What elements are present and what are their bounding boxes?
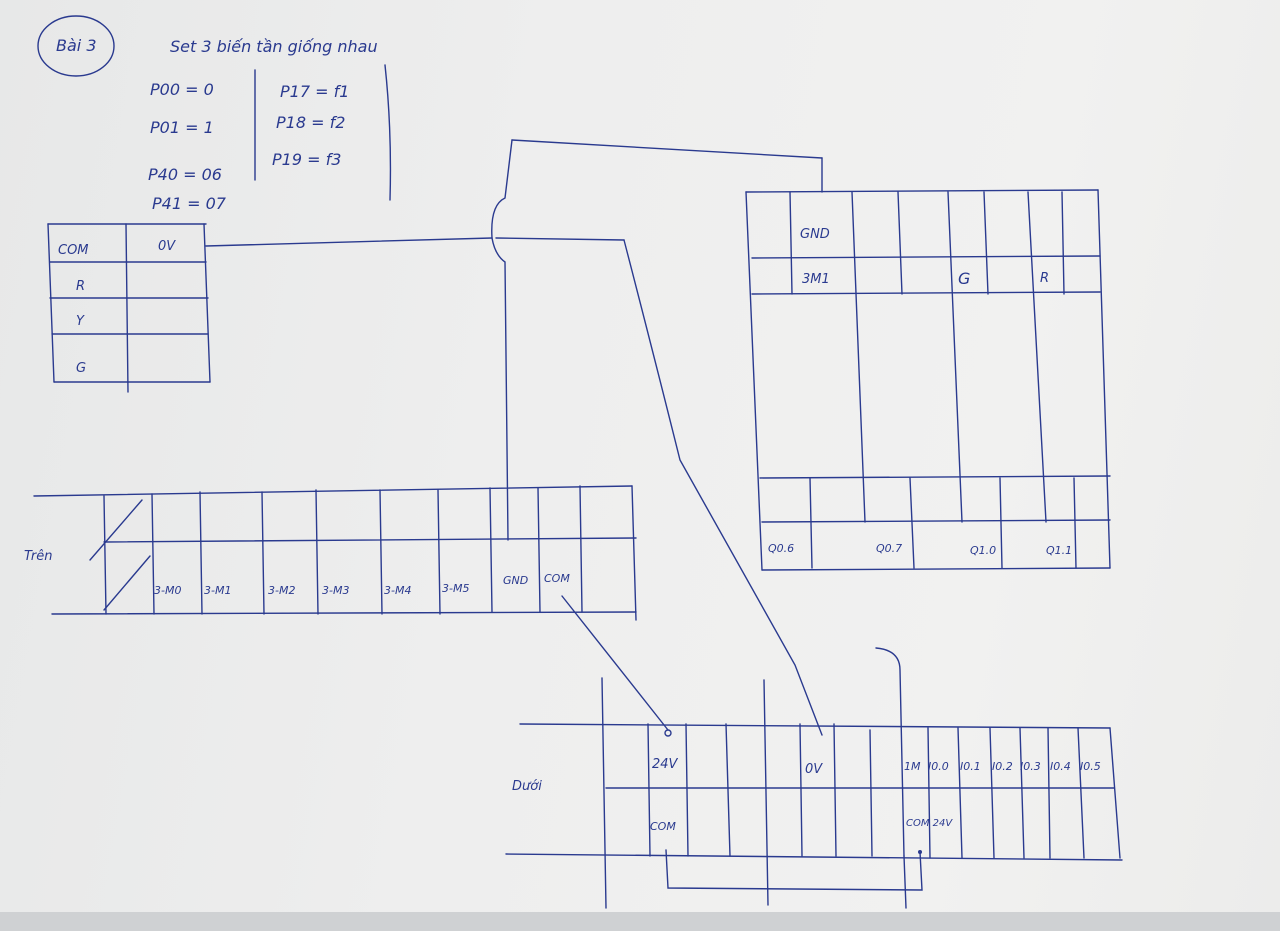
top-module [745,189,1111,571]
tren-label: Trên [24,549,53,564]
duoi-0v: 0V [805,762,823,777]
tren-3m3: 3-M3 [322,584,349,597]
duoi-i05: I0.5 [1080,760,1101,773]
terminal-dot-com24v [918,850,922,854]
top-module-g: G [958,269,970,288]
duoi-i00: I0.0 [928,760,949,773]
tren-gnd: GND [503,574,528,587]
duoi-i01: I0.1 [960,760,981,773]
light-table-com: COM [58,243,89,258]
top-module-3m1: 3M1 [802,272,830,287]
duoi-com: COM [650,820,676,833]
top-module-q10: Q1.0 [970,544,996,557]
top-module-q06: Q0.6 [768,542,794,555]
tren-com: COM [544,572,570,585]
duoi-1m: 1M [904,760,921,773]
light-table-0v: 0V [158,239,176,254]
desk-background [0,912,1280,931]
top-module-q11: Q1.1 [1046,544,1072,557]
title-circle [37,15,115,77]
terminal-dot-24v [664,729,672,737]
light-table-r: R [76,279,85,294]
duoi-i02: I0.2 [992,760,1013,773]
top-module-gnd: GND [800,227,830,242]
duoi-i04: I0.4 [1050,760,1071,773]
param-p19: P19 = f3 [272,150,341,169]
duoi-24v: 24V [652,757,679,772]
duoi-label: Dưới [512,779,542,794]
tren-3m2: 3-M2 [268,584,295,597]
light-table [47,223,211,393]
top-module-r: R [1040,271,1049,286]
duoi-i03: I0.3 [1020,760,1041,773]
param-bracket [384,64,392,201]
top-module-q07: Q0.7 [876,542,902,555]
duoi-com24v: COM 24V [906,818,953,829]
duoi-block [505,647,1123,909]
title-text: Bài 3 [56,36,97,55]
tren-3m4: 3-M4 [384,584,411,597]
param-p17: P17 = f1 [280,82,349,101]
tren-block [33,485,637,621]
param-p40: P40 = 06 [148,165,222,184]
light-table-g: G [76,361,86,376]
tren-3m1: 3-M1 [204,584,231,597]
param-p18: P18 = f2 [276,113,345,132]
wires [205,139,923,891]
tren-3m5: 3-M5 [442,582,469,595]
param-p00: P00 = 0 [150,80,214,99]
header-note: Set 3 biến tần giống nhau [170,37,378,56]
param-p41: P41 = 07 [152,194,227,213]
light-table-y: Y [76,314,85,329]
tren-3m0: 3-M0 [154,584,181,597]
param-p01: P01 = 1 [150,118,214,137]
